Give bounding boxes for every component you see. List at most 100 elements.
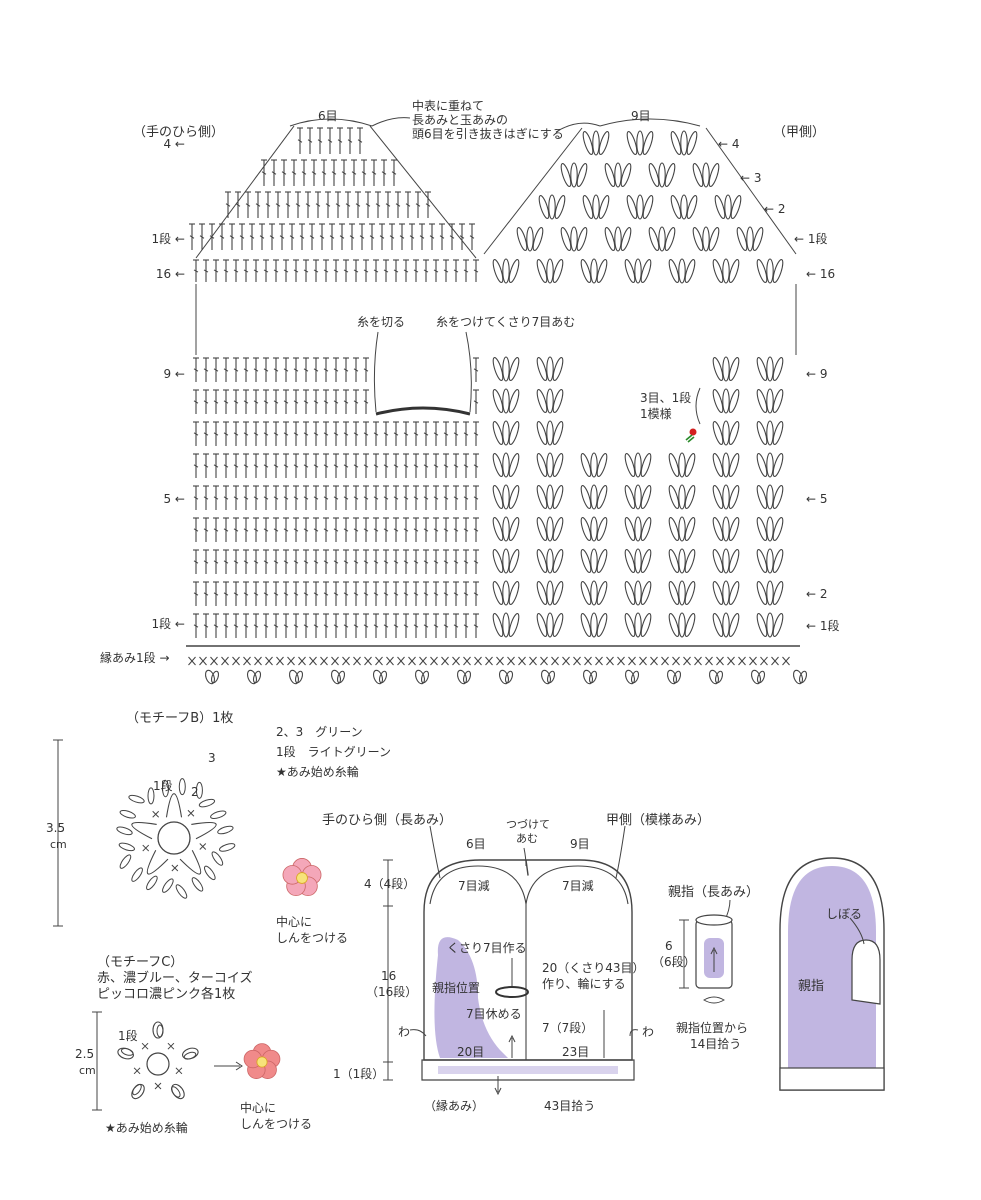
double-crochet-stitch: [223, 549, 229, 574]
double-crochet-stitch: [213, 485, 219, 510]
row-label: 16 ←: [156, 267, 185, 281]
double-crochet-stitch: [473, 517, 479, 542]
assembly-diagram: 手のひら側（長あみ） 甲側（模様あみ） つづけて あむ 6目 9目 7目減 7目…: [322, 813, 710, 1113]
row-label: ← 16: [806, 267, 835, 281]
motif-b-petal: [191, 798, 236, 852]
double-crochet-stitch: [293, 421, 299, 446]
top-height: 4（4段）: [364, 876, 415, 891]
double-crochet-stitch: [239, 223, 245, 250]
motif-b-size: 3.5: [46, 821, 65, 835]
single-crochet-x: [276, 656, 284, 666]
puff-stitch-cluster: [580, 516, 608, 542]
double-crochet-stitch: [433, 421, 439, 446]
double-crochet-stitch: [283, 613, 289, 638]
double-crochet-stitch: [233, 421, 239, 446]
puff-stitch-cluster: [604, 226, 632, 252]
puff-stitch-cluster: [712, 612, 740, 638]
puff-stitch-cluster: [670, 130, 698, 156]
double-crochet-stitch: [223, 421, 229, 446]
double-crochet-stitch: [233, 485, 239, 510]
double-crochet-stitch: [303, 517, 309, 542]
double-crochet-stitch: [253, 259, 259, 282]
puff-stitch-cluster: [492, 258, 520, 284]
double-crochet-stitch: [351, 159, 357, 186]
double-crochet-stitch: [373, 421, 379, 446]
top-note-line3: 頭6目を引き抜きはぎにする: [412, 127, 564, 141]
puff-stitch-cluster: [692, 162, 720, 188]
rose-mark-icon: [685, 428, 697, 443]
puff-stitch-cluster: [492, 356, 520, 382]
motif-c-flower-icon: [243, 1043, 281, 1079]
puff-stitch-cluster: [492, 580, 520, 606]
double-crochet-stitch: [373, 549, 379, 574]
double-crochet-stitch: [213, 581, 219, 606]
puff-stitch-cluster: [648, 162, 676, 188]
double-crochet-stitch: [395, 191, 401, 218]
puff-stitch-cluster: [756, 548, 784, 574]
double-crochet-stitch: [373, 485, 379, 510]
double-crochet-stitch: [381, 159, 387, 186]
puff-stitch-cluster: [756, 420, 784, 446]
double-crochet-stitch: [393, 485, 399, 510]
double-crochet-stitch: [347, 127, 353, 154]
double-crochet-stitch: [365, 191, 371, 218]
single-crochet-x: [606, 656, 614, 666]
double-crochet-stitch: [193, 581, 199, 606]
double-crochet-stitch: [283, 357, 289, 382]
edge-height: 1（1段）: [333, 1066, 384, 1081]
double-crochet-stitch: [423, 581, 429, 606]
double-crochet-stitch: [233, 613, 239, 638]
double-crochet-stitch: [343, 259, 349, 282]
double-crochet-stitch: [213, 613, 219, 638]
single-crochet-x: [705, 656, 713, 666]
double-crochet-stitch: [323, 517, 329, 542]
single-crochet-x: [650, 656, 658, 666]
double-crochet-stitch: [279, 223, 285, 250]
puff-stitch-cluster: [580, 452, 608, 478]
single-crochet-x: [738, 656, 746, 666]
double-crochet-stitch: [263, 581, 269, 606]
left-row-labels: 4 ←1段 ←16 ←9 ←5 ←1段 ←: [151, 137, 185, 631]
chain43-line2: 作り、輪にする: [542, 976, 626, 991]
double-crochet-stitch: [353, 421, 359, 446]
puff-stitch-cluster: [492, 612, 520, 638]
puff-stitch-cluster: [756, 388, 784, 414]
picot-bobble: [666, 669, 682, 685]
puff-stitch-cluster: [580, 258, 608, 284]
double-crochet-stitch: [373, 581, 379, 606]
back-side-label: （甲側）: [773, 125, 825, 140]
double-crochet-stitch: [283, 517, 289, 542]
ring-left: わ: [398, 1025, 410, 1039]
motif-b-center-note1: 中心に: [276, 914, 312, 929]
squeeze-label: しぼる: [826, 907, 862, 921]
double-crochet-stitch: [373, 517, 379, 542]
double-crochet-stitch: [203, 421, 209, 446]
double-crochet-stitch: [363, 613, 369, 638]
chain-note: くさり7目作る: [447, 941, 527, 955]
puff-stitch-cluster: [756, 356, 784, 382]
puff-stitch-cluster: [712, 258, 740, 284]
puff-stitch-cluster: [712, 388, 740, 414]
picot-bobble: [456, 669, 472, 685]
double-crochet-stitch: [393, 517, 399, 542]
double-crochet-stitch: [423, 259, 429, 282]
puff-stitch-cluster: [580, 612, 608, 638]
puff-stitch-cluster: [516, 226, 544, 252]
double-crochet-stitch: [243, 421, 249, 446]
double-crochet-stitch: [371, 159, 377, 186]
double-crochet-stitch: [363, 485, 369, 510]
double-crochet-stitch: [289, 223, 295, 250]
double-crochet-stitch: [233, 549, 239, 574]
join-note2: あむ: [516, 832, 538, 845]
double-crochet-stitch: [363, 357, 369, 382]
puff-stitch-cluster: [492, 484, 520, 510]
double-crochet-stitch: [253, 421, 259, 446]
double-crochet-stitch: [323, 549, 329, 574]
double-crochet-stitch: [453, 549, 459, 574]
double-crochet-stitch: [323, 581, 329, 606]
single-crochet-x: [386, 656, 394, 666]
motif-b-unit: cm: [50, 838, 67, 851]
double-crochet-stitch: [313, 549, 319, 574]
double-crochet-stitch: [443, 453, 449, 478]
double-crochet-stitch: [303, 613, 309, 638]
